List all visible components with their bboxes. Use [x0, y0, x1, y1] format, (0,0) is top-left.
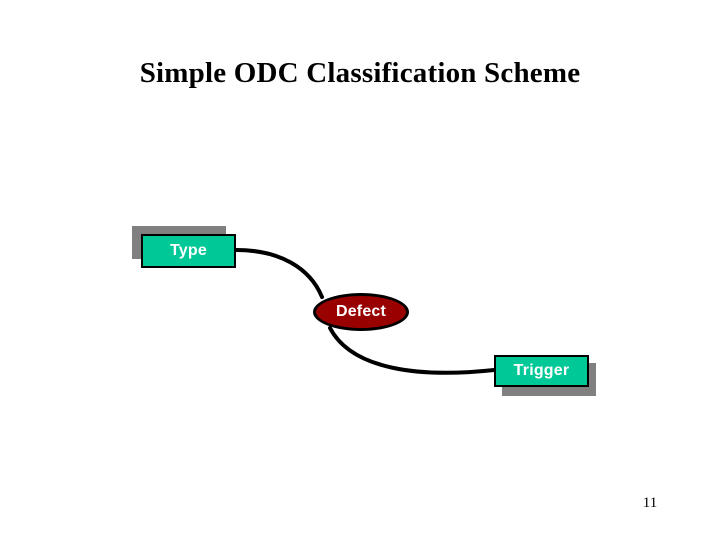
- page-title: Simple ODC Classification Scheme: [139, 57, 581, 89]
- node-defect-label: Defect: [335, 303, 387, 320]
- page-number: 11: [642, 495, 658, 511]
- connector-defect-to-trigger: [328, 326, 496, 375]
- node-trigger-label: Trigger: [513, 362, 570, 379]
- node-type-label: Type: [170, 242, 207, 259]
- node-type[interactable]: Type: [141, 234, 236, 268]
- node-defect[interactable]: Defect: [313, 293, 409, 331]
- connector-type-to-defect: [234, 248, 324, 299]
- node-trigger[interactable]: Trigger: [494, 355, 589, 387]
